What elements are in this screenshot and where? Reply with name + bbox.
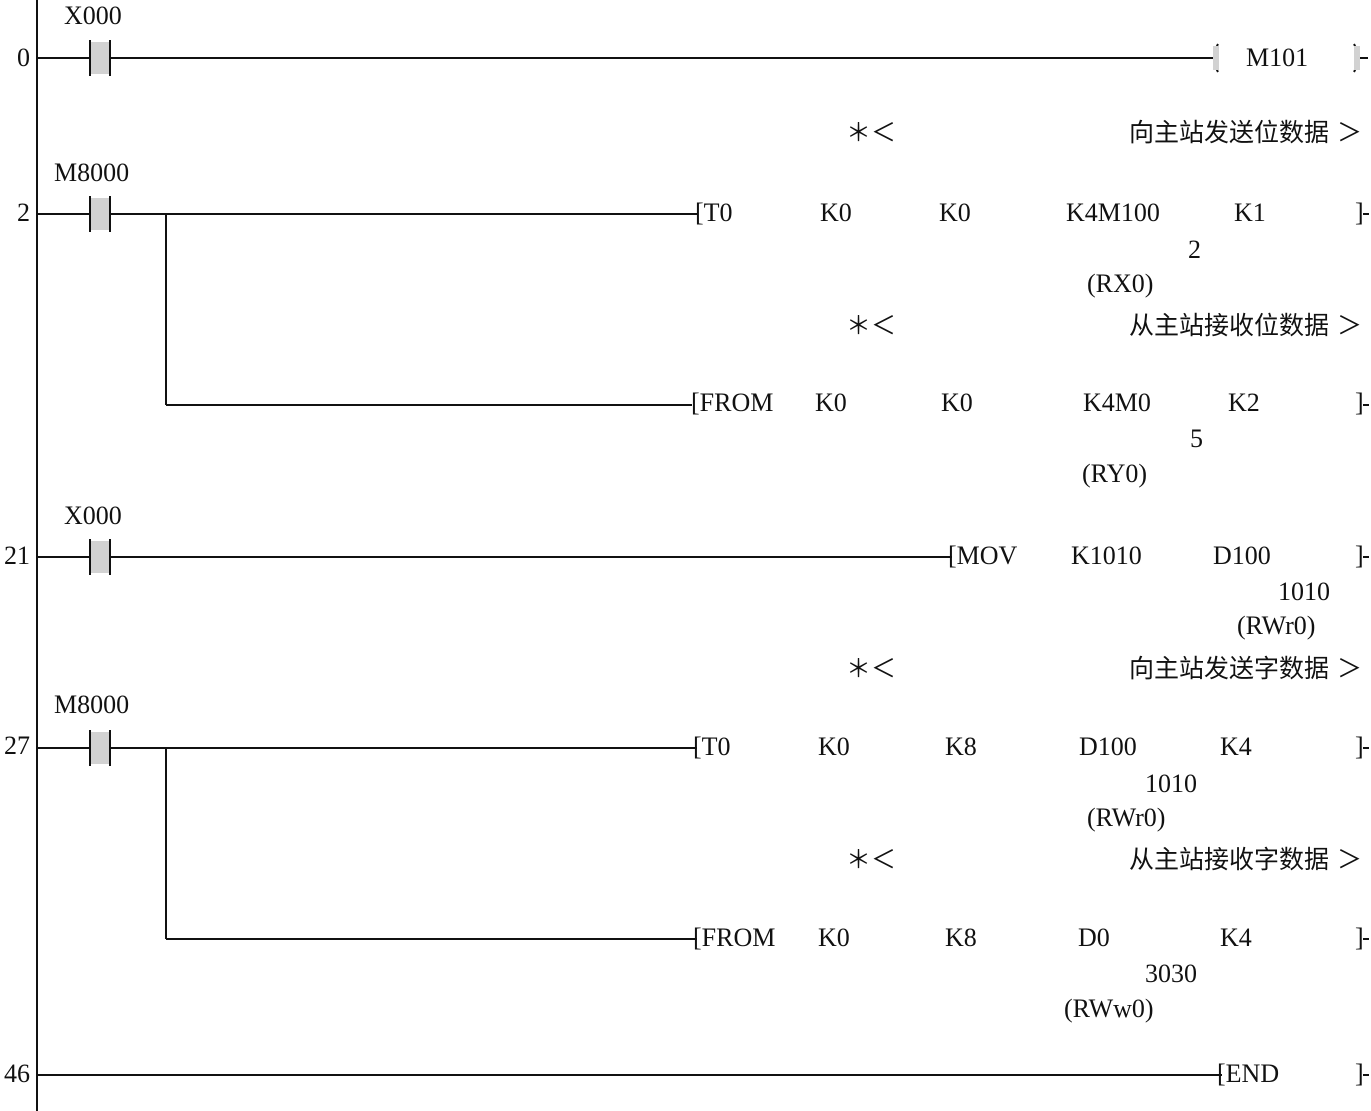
instruction-operand: K4 [1220,732,1252,761]
comment-marker: ＊＜ [846,311,896,340]
step-number: 2 [17,198,30,227]
instruction-opcode: [END [1217,1059,1279,1088]
instruction-close: ] [1355,198,1364,227]
coil-label: M101 [1246,43,1308,72]
instruction-operand: D100 [1079,732,1137,761]
device-tag: (RWw0) [1064,994,1154,1023]
instruction-operand: K0 [820,198,852,227]
instruction-close: ] [1355,541,1364,570]
instruction-operand: K1010 [1071,541,1142,570]
instruction-operand: K0 [941,388,973,417]
step-number: 21 [4,541,30,570]
instruction-operand: K8 [945,732,977,761]
contact-label: M8000 [54,158,129,187]
rung-2: ＊＜ 向主站发送位数据 ＞ 2 M8000 [T0 K0 K0 K4M100 K… [17,118,1369,488]
contact-label: M8000 [54,690,129,719]
instruction-opcode: [T0 [693,732,731,761]
instruction-close: ] [1355,732,1364,761]
contact-symbol [89,40,111,76]
contact-label: X000 [64,1,122,30]
device-tag: (RWr0) [1087,803,1165,832]
instruction-operand: K2 [1228,388,1260,417]
contact-label: X000 [64,501,122,530]
step-number: 27 [4,731,30,760]
monitor-value: 2 [1188,235,1201,264]
device-tag: (RX0) [1087,269,1153,298]
instruction-close: ] [1355,388,1364,417]
comment-marker: ＊＜ [846,118,896,147]
comment-text: 从主站接收位数据 ＞ [1129,311,1362,340]
monitor-value: 5 [1190,424,1203,453]
output-coil [1213,43,1368,73]
contact-symbol [89,196,111,232]
instruction-operand: K8 [945,923,977,952]
contact-symbol [89,539,111,575]
monitor-value: 3030 [1145,959,1197,988]
device-tag: (RY0) [1082,459,1147,488]
instruction-operand: D0 [1078,923,1110,952]
rung-46: 46 [END ] [4,1059,1369,1088]
instruction-close: ] [1355,1059,1364,1088]
monitor-value: 1010 [1278,577,1330,606]
step-number: 0 [17,43,30,72]
instruction-operand: K0 [939,198,971,227]
instruction-operand: K0 [818,732,850,761]
instruction-opcode: [FROM [693,923,775,952]
instruction-operand: K4M100 [1066,198,1160,227]
instruction-opcode: [MOV [948,541,1018,570]
rung-0: 0 X000 M101 [17,1,1368,76]
rung-21: X000 21 [MOV K1010 D100 ] 1010 (RWr0) [4,501,1369,640]
step-number: 46 [4,1059,30,1088]
device-tag: (RWr0) [1237,611,1315,640]
instruction-operand: K0 [815,388,847,417]
instruction-opcode: [FROM [691,388,773,417]
monitor-value: 1010 [1145,769,1197,798]
contact-symbol [89,730,111,766]
instruction-operand: K4M0 [1083,388,1151,417]
rung-27: ＊＜ 向主站发送字数据 ＞ M8000 27 [T0 K0 K8 D100 K4… [4,654,1369,1023]
comment-text: 从主站接收字数据 ＞ [1129,845,1362,874]
comment-marker: ＊＜ [846,654,896,683]
instruction-operand: K4 [1220,923,1252,952]
comment-text: 向主站发送字数据 ＞ [1129,654,1362,683]
instruction-operand: D100 [1213,541,1271,570]
comment-text: 向主站发送位数据 ＞ [1129,118,1362,147]
instruction-opcode: [T0 [695,198,733,227]
instruction-operand: K0 [818,923,850,952]
comment-marker: ＊＜ [846,845,896,874]
instruction-operand: K1 [1234,198,1266,227]
instruction-close: ] [1355,923,1364,952]
